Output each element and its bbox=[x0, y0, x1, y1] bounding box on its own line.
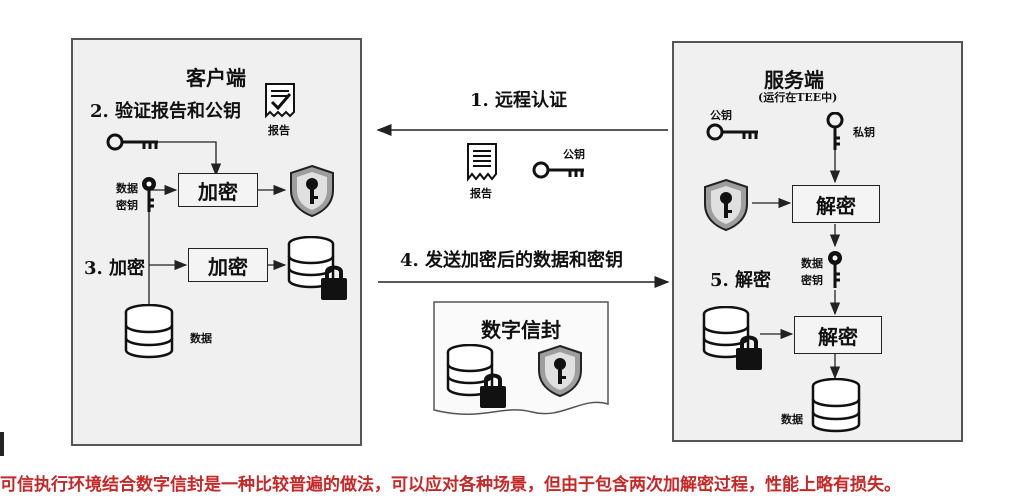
server-encrypted-database-icon bbox=[702, 305, 770, 378]
shield-key-icon bbox=[288, 164, 336, 222]
client-encrypt-box-1: 加密 bbox=[178, 173, 258, 207]
envelope-title: 数字信封 bbox=[481, 318, 561, 342]
public-key-icon bbox=[532, 160, 586, 184]
server-panel bbox=[672, 41, 963, 442]
server-decrypt-box-2: 解密 bbox=[794, 316, 882, 354]
step4-label: 4. 发送加密后的数据和密钥 bbox=[400, 250, 624, 271]
left-edge-bar bbox=[0, 432, 4, 456]
private-key-icon bbox=[825, 111, 845, 156]
client-title: 客户端 bbox=[186, 66, 246, 90]
key-icon bbox=[106, 132, 160, 156]
server-private-key-label: 私钥 bbox=[853, 126, 875, 139]
envelope-database-icon bbox=[446, 343, 514, 416]
server-decrypt-box-1: 解密 bbox=[792, 185, 880, 223]
document-icon bbox=[263, 82, 297, 124]
caption: 可信执行环境结合数字信封是一种比较普遍的做法，可以应对各种场景，但由于包含两次加… bbox=[0, 475, 901, 495]
server-public-key-icon bbox=[706, 122, 760, 146]
encrypted-database-icon bbox=[287, 235, 355, 308]
client-data-label: 数据 bbox=[190, 332, 212, 345]
server-data-key-label-2: 密钥 bbox=[801, 274, 823, 287]
client-step3: 3. 加密 bbox=[84, 258, 146, 279]
client-data-key-label-1: 数据 bbox=[116, 182, 138, 195]
server-database-icon bbox=[810, 377, 862, 438]
server-data-label: 数据 bbox=[781, 413, 803, 426]
client-report-label: 报告 bbox=[268, 124, 290, 137]
report-icon bbox=[466, 142, 498, 186]
server-public-key-label: 公钥 bbox=[710, 109, 732, 122]
server-data-key-label-1: 数据 bbox=[801, 257, 823, 270]
envelope-shield-key-icon bbox=[536, 344, 584, 402]
database-icon bbox=[123, 303, 175, 364]
client-step2: 2. 验证报告和公钥 bbox=[90, 101, 242, 122]
middle-public-key-label: 公钥 bbox=[563, 148, 585, 161]
server-step5: 5. 解密 bbox=[710, 270, 772, 291]
step1-label: 1. 远程认证 bbox=[470, 90, 568, 111]
middle-report-label: 报告 bbox=[470, 187, 492, 200]
client-data-key-label-2: 密钥 bbox=[116, 199, 138, 212]
server-title: 服务端 bbox=[764, 68, 824, 92]
data-key-icon bbox=[139, 176, 159, 218]
server-data-key-icon bbox=[825, 250, 845, 294]
client-encrypt-box-2: 加密 bbox=[188, 248, 268, 282]
server-shield-key-icon bbox=[702, 178, 750, 236]
server-subtitle: (运行在TEE中) bbox=[758, 91, 838, 104]
